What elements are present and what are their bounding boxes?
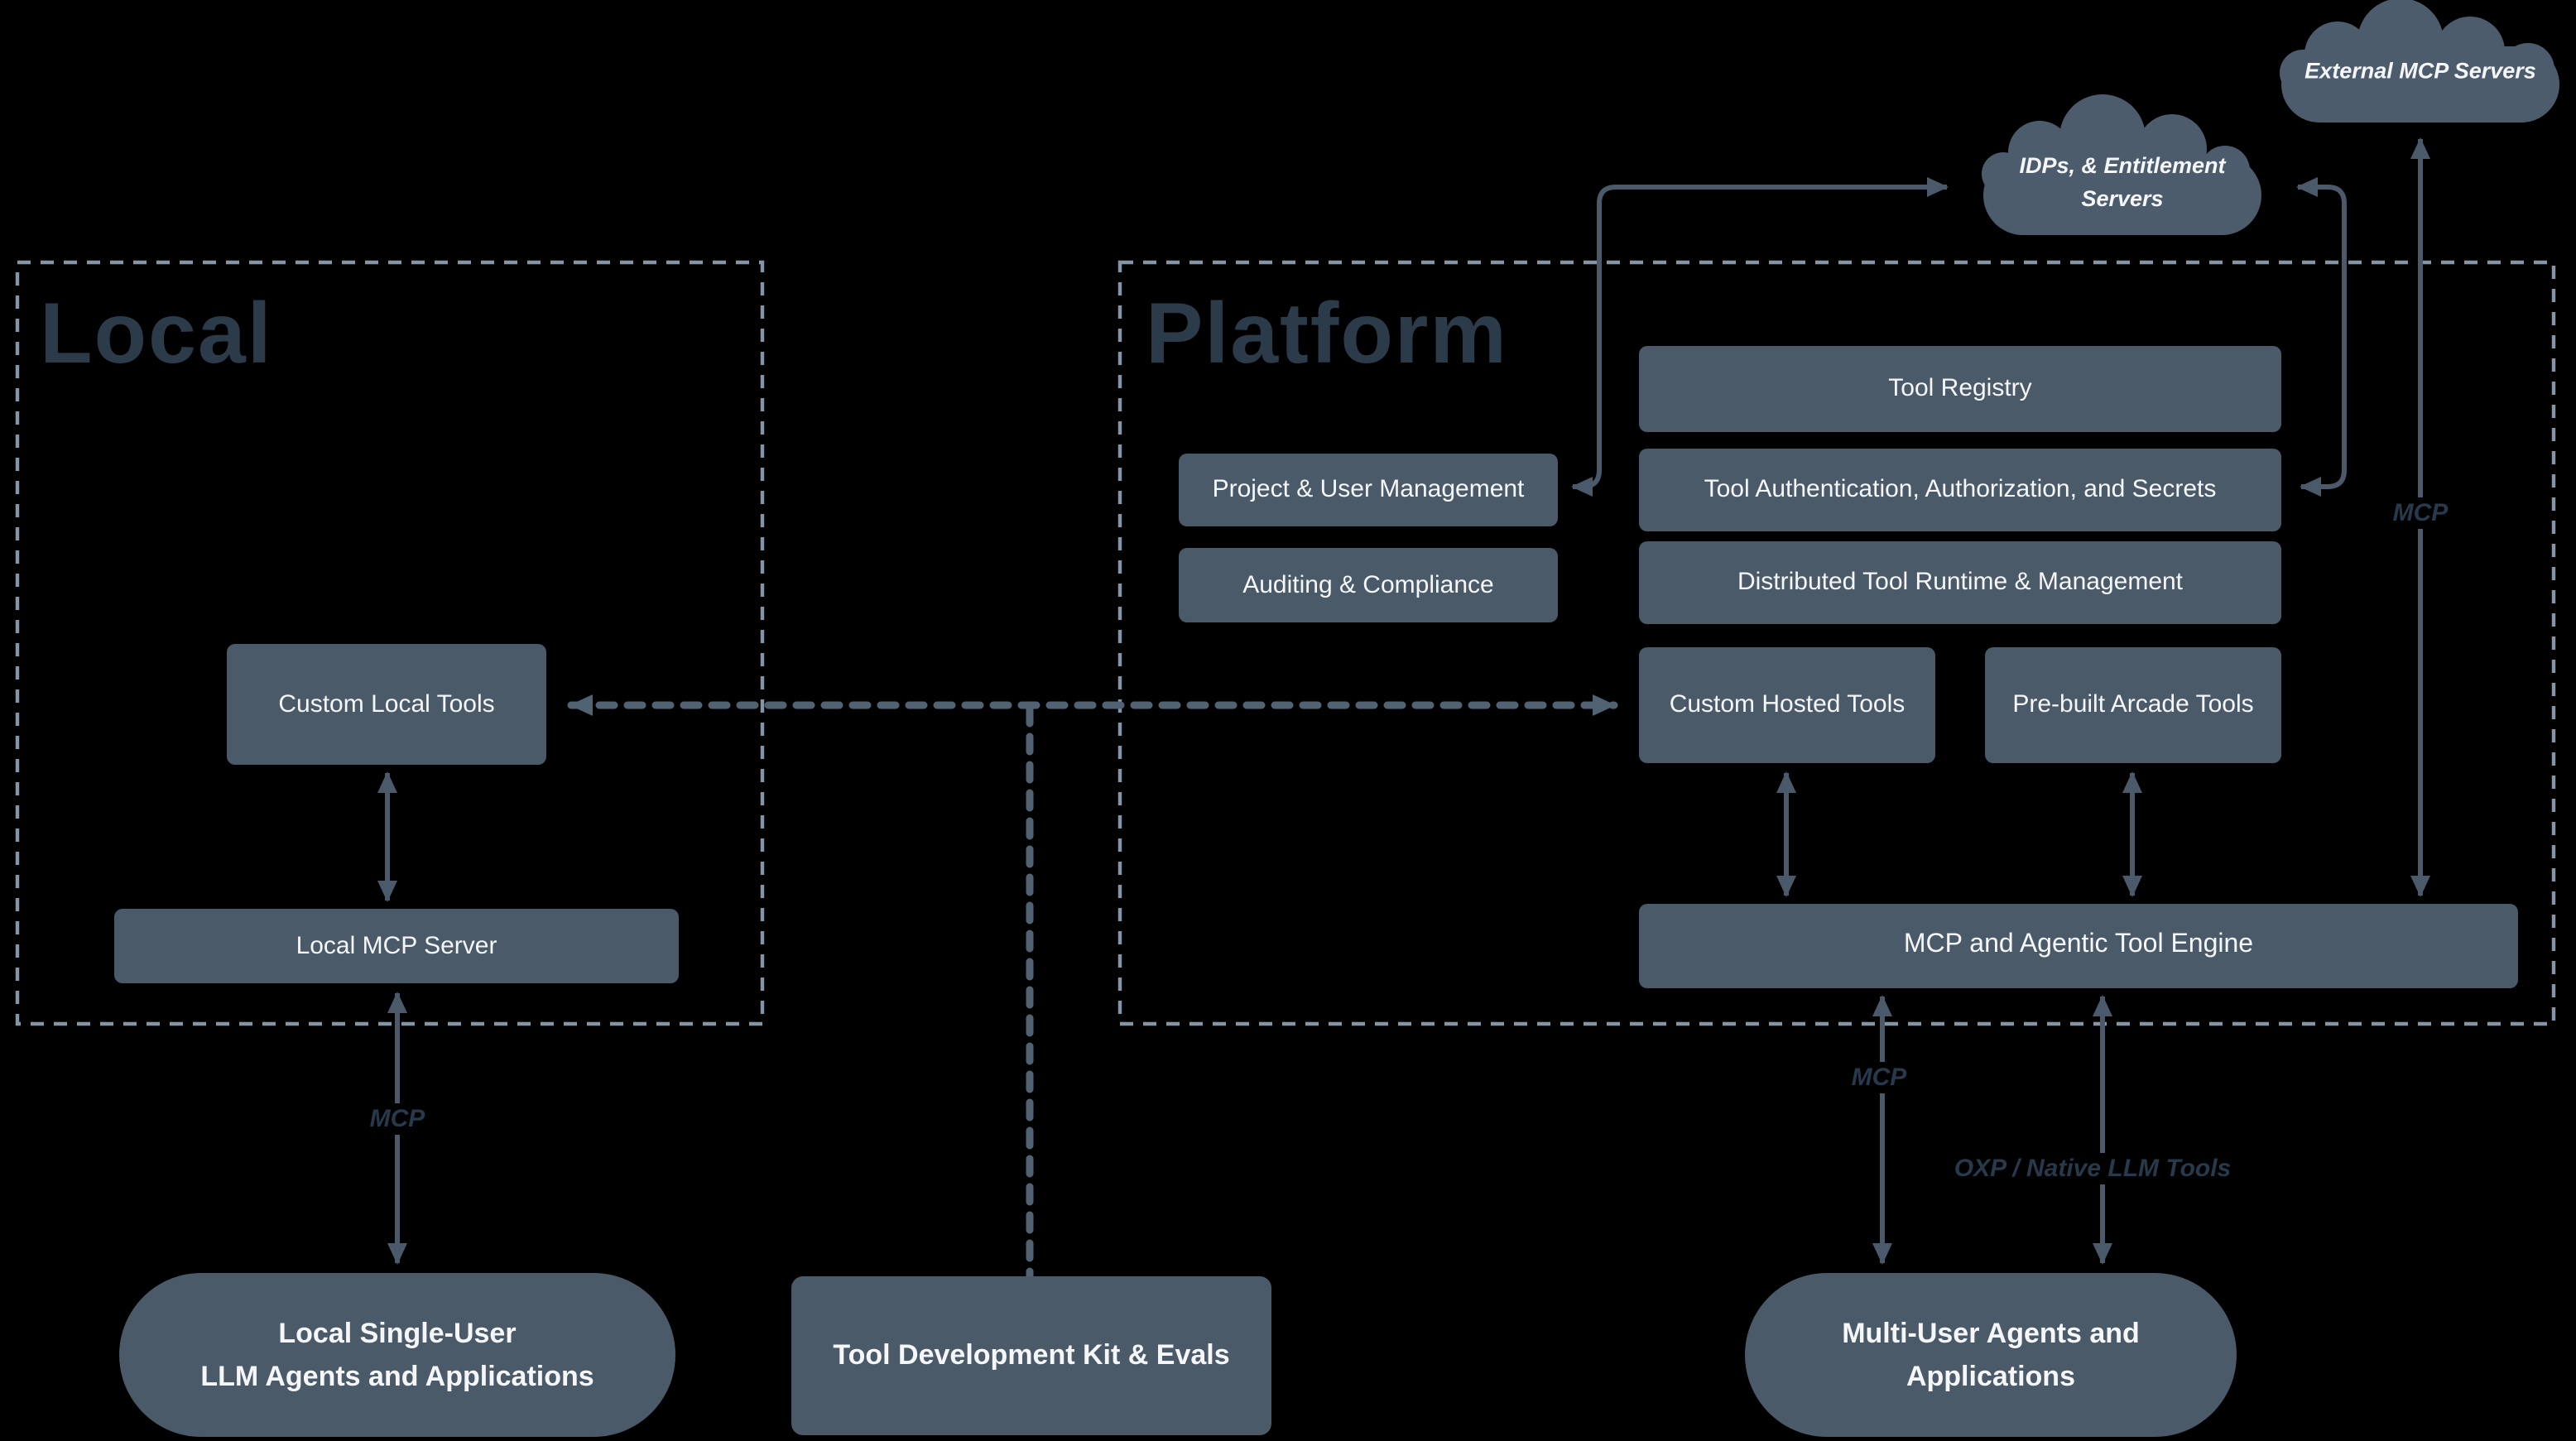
platform-section-title: Platform [1146,286,1508,382]
box-auditing-compliance: Auditing & Compliance [1179,548,1558,622]
box-custom-hosted-tools: Custom Hosted Tools [1639,647,1935,763]
local-section-title: Local [40,286,273,382]
arrow-tool-auth-to-idps [2296,177,2347,497]
idps-label-line2: Servers [2081,185,2164,210]
idps-entitlement-cloud [1982,94,2261,235]
local-agents-line1: Local Single-User [278,1318,517,1349]
multi-agents-line2: Applications [1906,1360,2075,1391]
box-project-user-management: Project & User Management [1179,454,1558,526]
external-mcp-servers-label: External MCP Servers [2304,58,2536,84]
box-custom-local-tools: Custom Local Tools [227,644,546,765]
box-distributed-runtime: Distributed Tool Runtime & Management [1639,541,2281,624]
platform-group-border [1117,260,2556,1026]
box-tool-authentication: Tool Authentication, Authorization, and … [1639,449,2281,531]
multi-agents-line1: Multi-User Agents and [1842,1318,2140,1349]
local-agents-line2: LLM Agents and Applications [200,1360,594,1391]
edge-label-oxp-native: OXP / Native LLM Tools [1944,1153,2242,1184]
external-mcp-servers-cloud [2280,0,2559,122]
pill-local-single-user-agents: Local Single-User LLM Agents and Applica… [119,1273,675,1437]
idps-label-line1: IDPs, & Entitlement [2019,152,2226,178]
pill-multi-user-agents: Multi-User Agents and Applications [1745,1273,2237,1437]
box-mcp-agentic-tool-engine: MCP and Agentic Tool Engine [1639,904,2518,988]
edge-label-mcp-local: MCP [359,1103,435,1135]
box-prebuilt-arcade-tools: Pre-built Arcade Tools [1985,647,2281,763]
box-tool-development-kit: Tool Development Kit & Evals [791,1276,1271,1435]
edge-label-mcp-engine: MCP [1841,1062,1917,1093]
edge-label-mcp-external: MCP [2382,497,2458,529]
idps-entitlement-label: IDPs, & Entitlement Servers [2019,150,2225,214]
box-local-mcp-server: Local MCP Server [114,909,679,983]
arrow-project-user-to-idps [1571,177,1949,497]
box-tool-registry: Tool Registry [1639,346,2281,432]
